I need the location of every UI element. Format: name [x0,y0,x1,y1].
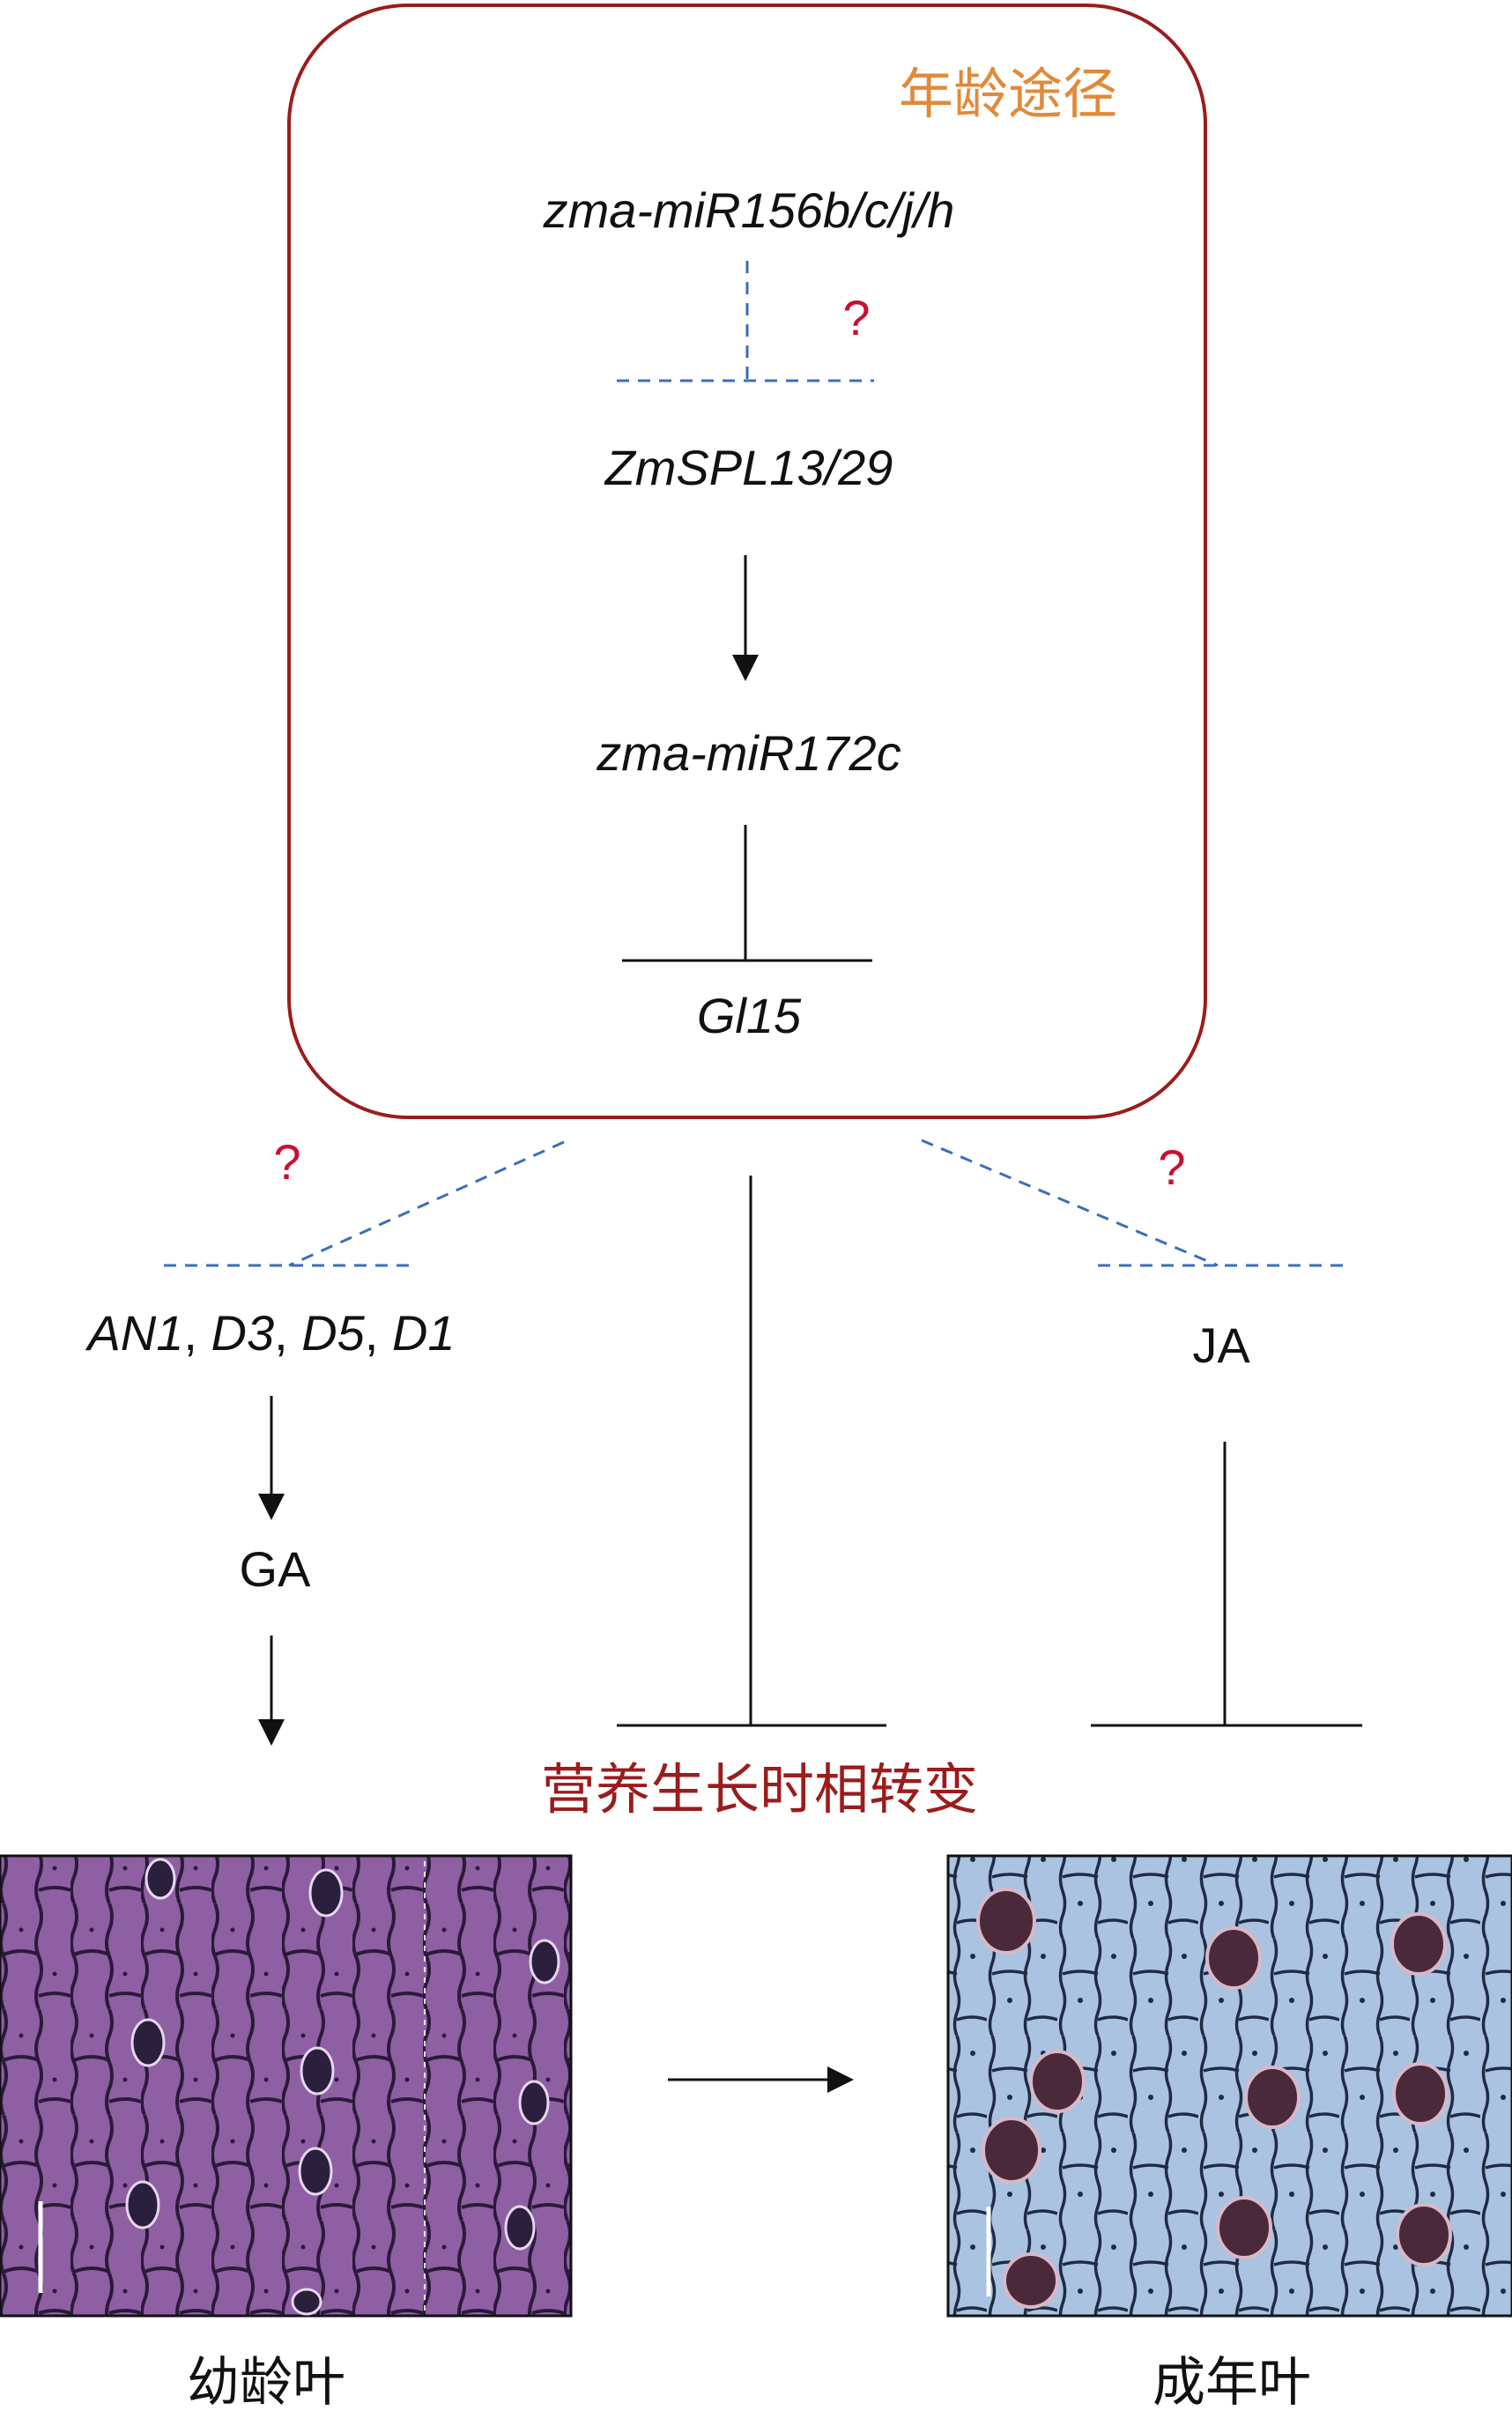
mir156-label: zma-miR156b/c/j/h [543,182,955,238]
juvenile-leaf-label: 幼龄叶 [187,2352,345,2411]
stomata-icon [130,2018,166,2067]
sep-1: , [183,1305,211,1361]
stomata-icon [518,2080,550,2125]
left-dashed-diagonal [288,1140,565,1267]
question-mark-top: ? [842,290,870,345]
sep-2: , [274,1305,301,1361]
ga-genes-label: AN1, D3, D5, D1 [85,1305,455,1361]
adult-leaf-label: 成年叶 [1153,2352,1311,2411]
stomata-icon [300,2046,335,2096]
juvenile-leaf-image [0,1854,573,2318]
stomata-icon [1392,2062,1449,2125]
age-pathway-title: 年龄途径 [899,62,1117,126]
d5-label: D5 [301,1305,365,1361]
d3-label: D3 [211,1305,275,1361]
stomata-icon [529,1939,560,1984]
an1-label: AN1 [85,1305,183,1361]
ga-label: GA [240,1541,312,1597]
stomata-icon [1029,2050,1086,2113]
stomata-icon [308,1868,344,1918]
d1-label: D1 [392,1305,456,1361]
stomata-icon [976,1888,1036,1955]
adult-leaf-image [946,1854,1512,2318]
spl-label: ZmSPL13/29 [604,440,893,495]
stomata-icon [1390,1912,1447,1976]
age-pathway-box [287,4,1207,1119]
stomata-icon [1244,2066,1301,2129]
stomata-icon [145,1858,176,1900]
stomata-icon [125,2180,160,2229]
stomata-icon [1216,2196,1272,2259]
phase-change-label: 营养生长时相转变 [541,1757,978,1821]
mir172-label: zma-miR172c [596,725,901,781]
stomata-icon [1205,1926,1262,1990]
stomata-icon [504,2205,536,2251]
sep-3: , [365,1305,392,1361]
ja-label: JA [1192,1317,1250,1373]
stomata-icon [1396,2203,1452,2266]
stomata-icon [298,2147,333,2196]
question-mark-right: ? [1158,1139,1185,1195]
stomata-icon [982,2117,1041,2184]
question-mark-left: ? [273,1134,300,1190]
gl15-label: Gl15 [697,988,802,1043]
stomata-icon [1003,2252,1059,2309]
right-dashed-diagonal [921,1139,1219,1267]
stomata-icon [291,2288,322,2316]
